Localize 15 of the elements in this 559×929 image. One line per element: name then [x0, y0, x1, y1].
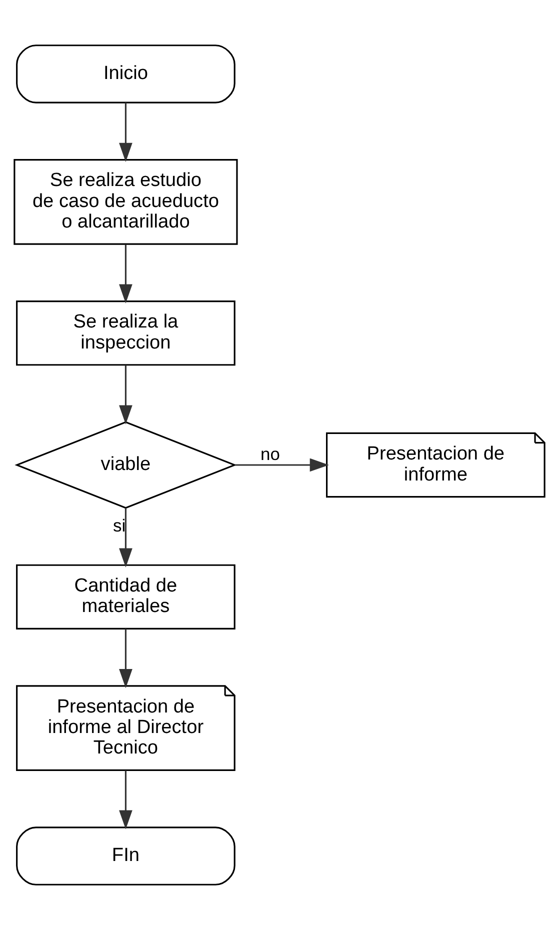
- node-box: Se realiza estudio de caso de acueducto o alcantarillado: [14, 158, 238, 244]
- arrow: [119, 102, 132, 162]
- node-diamond: viable: [14, 420, 237, 508]
- edge-label: no: [260, 443, 280, 464]
- node-box: Inicio: [16, 44, 236, 103]
- arrow: [119, 364, 132, 424]
- node-box: Se realiza la inspeccion: [16, 300, 236, 366]
- arrow: [119, 508, 132, 567]
- arrow: [119, 628, 132, 688]
- edge-label: si: [113, 515, 126, 536]
- arrow: [119, 770, 132, 829]
- node-box: Cantidad de materiales: [16, 564, 236, 630]
- node-box: FIn: [16, 826, 236, 885]
- arrow: [234, 458, 329, 472]
- arrow: [119, 244, 132, 303]
